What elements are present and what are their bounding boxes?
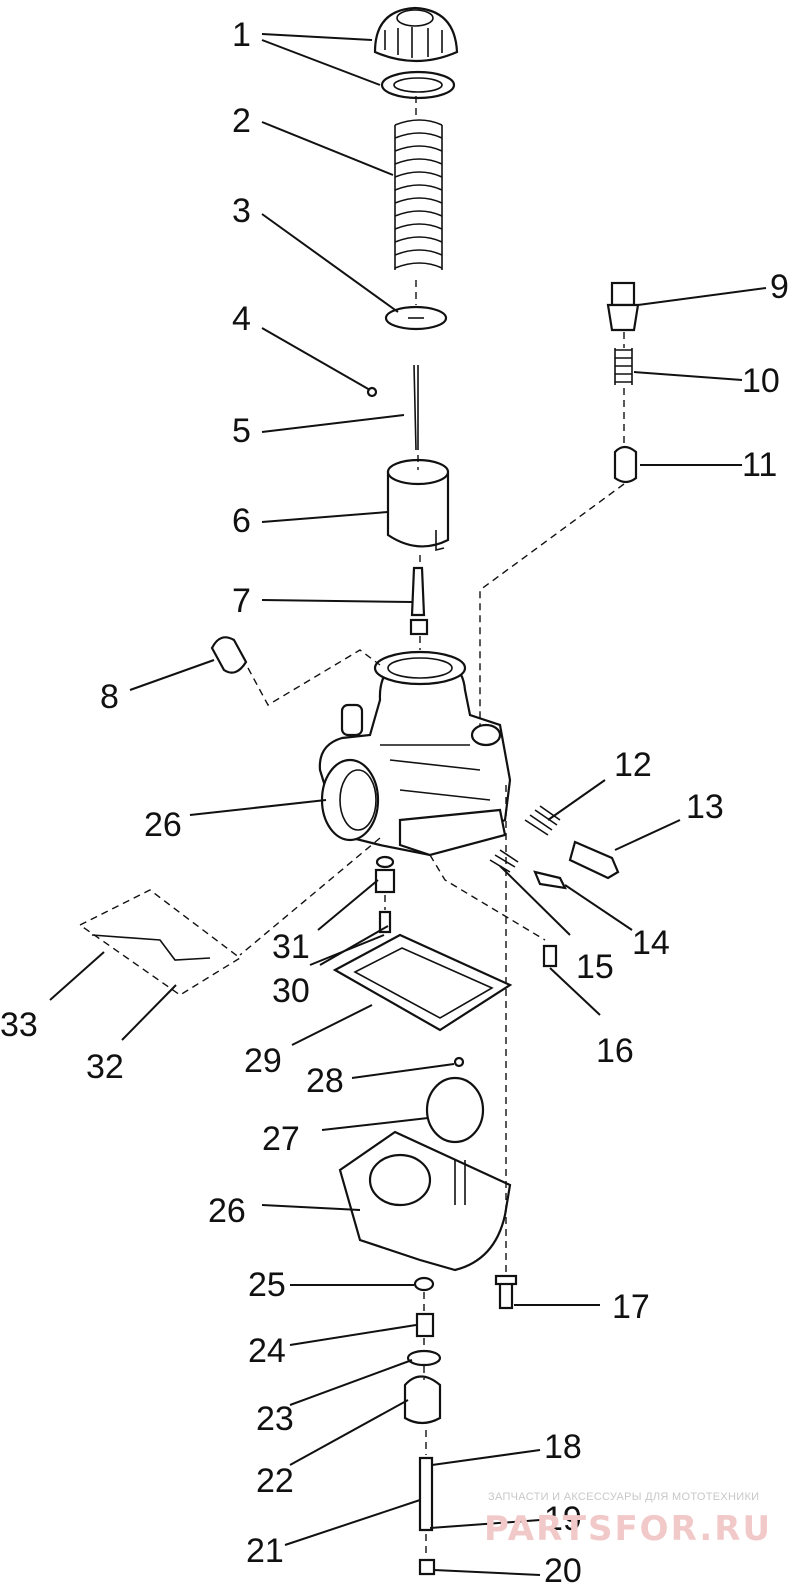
part-27-float	[425, 1076, 485, 1144]
part-13-screw	[568, 840, 620, 880]
part-5-needle	[413, 364, 419, 451]
part-7-jet	[409, 566, 429, 636]
part-24-jet	[415, 1312, 435, 1338]
part-2-spring	[394, 119, 443, 270]
assembly-lines	[239, 96, 625, 1558]
callout-18: 18	[544, 1428, 582, 1466]
part-18-tube	[418, 1456, 434, 1532]
part-11-screw	[613, 445, 638, 484]
callout-26-top: 26	[144, 806, 182, 844]
carburetor-body	[318, 650, 512, 857]
part-22-plug	[403, 1375, 442, 1425]
part-1-cap	[373, 6, 459, 100]
part-20-cap	[418, 1558, 436, 1576]
callout-5: 5	[232, 412, 251, 450]
callout-31: 31	[272, 928, 310, 966]
watermark-logo: PARTSFOR.RU	[484, 1509, 772, 1549]
part-31-jet	[374, 855, 396, 894]
callout-23: 23	[256, 1400, 294, 1438]
part-29-gasket	[332, 933, 513, 1032]
callout-12: 12	[614, 746, 652, 784]
callout-4: 4	[232, 300, 251, 338]
part-17-bolt	[494, 1274, 518, 1310]
callout-21: 21	[246, 1532, 284, 1570]
callout-14: 14	[632, 924, 670, 962]
callout-13: 13	[686, 788, 724, 826]
part-32-33-tube	[78, 889, 242, 996]
part-16-fitting	[542, 944, 558, 968]
part-8-cap	[210, 636, 248, 674]
callout-6: 6	[232, 502, 251, 540]
callout-27: 27	[262, 1120, 300, 1158]
part-10-spring	[614, 348, 633, 385]
part-12-spring	[524, 805, 561, 836]
callout-16: 16	[596, 1032, 634, 1070]
float-bowl	[338, 1130, 512, 1272]
watermark: ЗАПЧАСТИ И АКСЕССУАРЫ ДЛЯ МОТОТЕХНИКИ PA…	[484, 1491, 772, 1549]
callout-17: 17	[612, 1288, 650, 1326]
callout-labels: 1 2 3 4 5 6 7 8 9 10 11 12 13 14 15 16 1…	[0, 16, 789, 1585]
callout-33: 33	[0, 1006, 38, 1044]
part-28-pin	[453, 1056, 465, 1068]
callout-28: 28	[306, 1062, 344, 1100]
watermark-caption: ЗАПЧАСТИ И АКСЕССУАРЫ ДЛЯ МОТОТЕХНИКИ	[488, 1491, 759, 1503]
callout-24: 24	[248, 1332, 286, 1370]
callout-3: 3	[232, 192, 251, 230]
callout-1: 1	[232, 16, 251, 54]
callout-2: 2	[232, 102, 251, 140]
part-23-oring	[406, 1349, 442, 1367]
leader-lines	[49, 33, 767, 1576]
callout-11: 11	[742, 446, 777, 484]
part-6-slide	[386, 458, 450, 552]
part-9-screw	[606, 281, 640, 332]
callout-22: 22	[256, 1462, 294, 1500]
callout-15: 15	[576, 948, 614, 986]
part-14-screw	[533, 870, 567, 890]
callout-9: 9	[770, 268, 789, 306]
callout-26-bottom: 26	[208, 1192, 246, 1230]
callout-7: 7	[232, 582, 251, 620]
part-25-washer	[413, 1276, 435, 1292]
callout-30: 30	[272, 972, 310, 1010]
part-3-plate	[384, 305, 448, 331]
callout-25: 25	[248, 1266, 286, 1304]
callout-20: 20	[544, 1552, 582, 1585]
callout-32: 32	[86, 1048, 124, 1086]
callout-8: 8	[100, 678, 119, 716]
callout-29: 29	[244, 1042, 282, 1080]
callout-10: 10	[742, 362, 780, 400]
callout-19: 19	[544, 1500, 582, 1538]
